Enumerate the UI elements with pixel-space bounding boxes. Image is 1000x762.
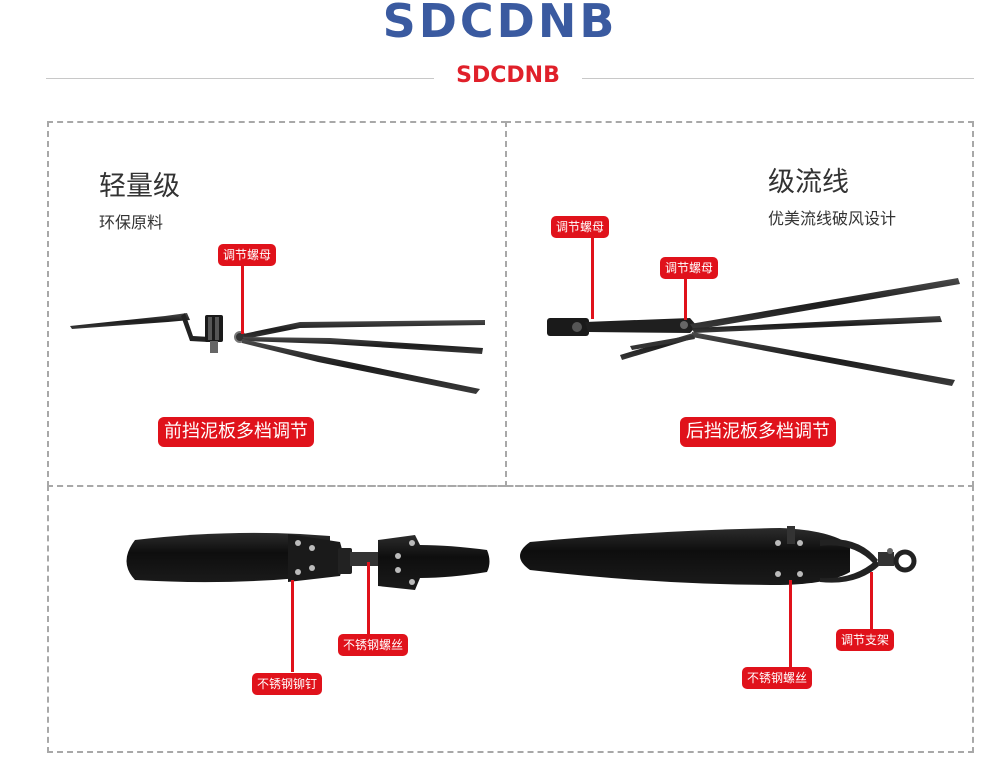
brand-title: SDCDNB	[382, 0, 618, 48]
front-rivet-leader	[291, 580, 294, 672]
brand-subtitle: SDCDNB	[456, 63, 560, 88]
front-adjust-caption: 前挡泥板多档调节	[158, 417, 314, 447]
rear-panel-subheading: 优美流线破风设计	[768, 209, 897, 228]
front-panel-subheading: 环保原料	[99, 213, 164, 232]
rear-nut-leader-1	[591, 238, 594, 319]
front-rivet-label: 不锈钢铆钉	[252, 673, 323, 695]
rear-bracket-label: 调节支架	[836, 629, 895, 651]
rear-fender-top-view	[520, 526, 917, 585]
rear-fender-side-view	[547, 278, 960, 386]
rear-screw-leader	[789, 580, 792, 667]
rear-nut-label-1: 调节螺母	[551, 216, 610, 238]
rear-adjust-caption: 后挡泥板多档调节	[680, 417, 836, 447]
rear-nut-leader-2	[684, 279, 687, 320]
front-screw-label: 不锈钢螺丝	[338, 634, 409, 656]
panel-fender-details	[47, 485, 974, 753]
header-divider-right	[582, 78, 974, 79]
rear-panel-heading: 级流线	[768, 167, 849, 198]
front-fender-top-view	[126, 532, 490, 590]
front-nut-label: 调节螺母	[218, 244, 277, 266]
rear-nut-label-2: 调节螺母	[660, 257, 719, 279]
rear-screw-label: 不锈钢螺丝	[742, 667, 813, 689]
front-panel-heading: 轻量级	[99, 171, 180, 202]
front-nut-leader	[241, 266, 244, 334]
front-fender-side-view	[70, 313, 485, 394]
header-divider-left	[46, 78, 434, 79]
rear-bracket-leader	[870, 572, 873, 629]
front-screw-leader	[367, 562, 370, 634]
